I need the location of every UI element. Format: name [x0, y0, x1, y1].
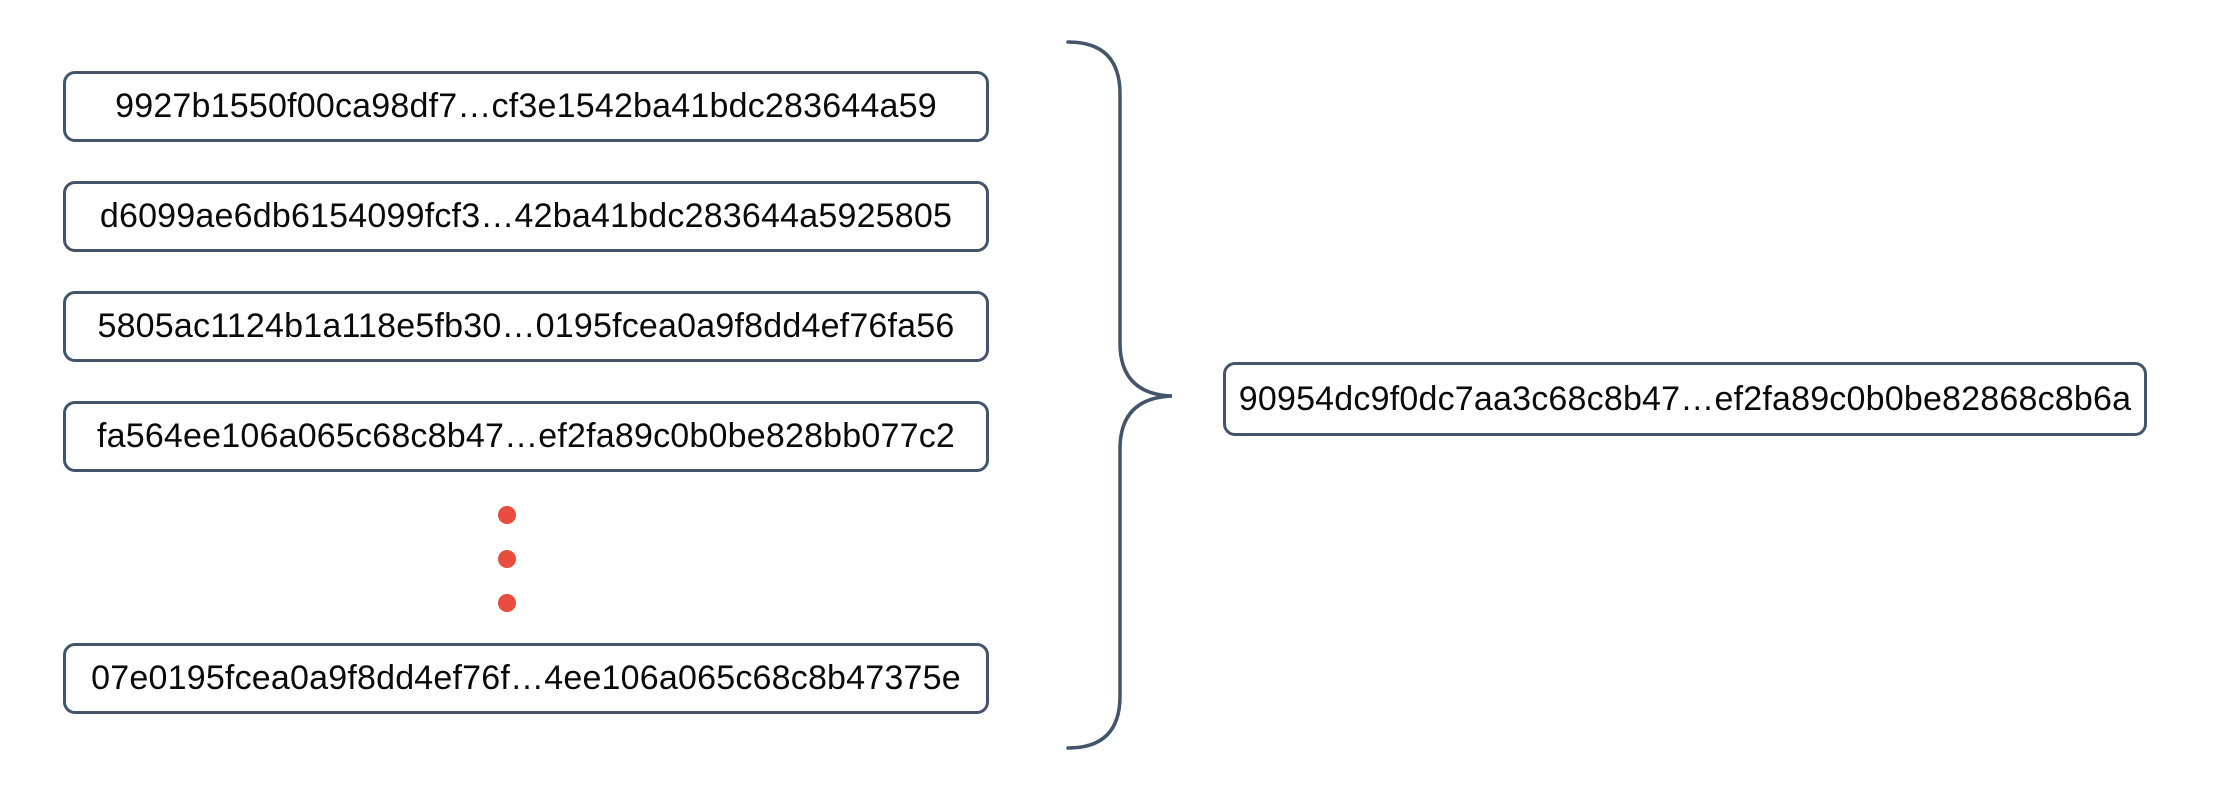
hash-text-1: 9927b1550f00ca98df7…cf3e1542ba41bdc28364… [115, 87, 937, 125]
hash-box-2: d6099ae6db6154099fcf3…42ba41bdc283644a59… [63, 181, 989, 252]
result-hash-text: 90954dc9f0dc7aa3c68c8b47…ef2fa89c0b0be82… [1238, 379, 2132, 418]
hash-text-4: fa564ee106a065c68c8b47…ef2fa89c0b0be828b… [96, 417, 956, 455]
hash-box-4: fa564ee106a065c68c8b47…ef2fa89c0b0be828b… [63, 401, 989, 472]
ellipsis-dot-icon [498, 550, 516, 568]
hash-box-3: 5805ac1124b1a118e5fb30…0195fcea0a9f8dd4e… [63, 291, 989, 362]
hash-text-2: d6099ae6db6154099fcf3…42ba41bdc283644a59… [99, 197, 953, 235]
hash-text-3: 5805ac1124b1a118e5fb30…0195fcea0a9f8dd4e… [97, 307, 955, 345]
result-hash-box: 90954dc9f0dc7aa3c68c8b47…ef2fa89c0b0be82… [1223, 362, 2147, 436]
ellipsis-dot-icon [498, 594, 516, 612]
hash-text-5: 07e0195fcea0a9f8dd4ef76f…4ee106a065c68c8… [91, 659, 961, 697]
ellipsis-dot-icon [498, 506, 516, 524]
hash-box-5: 07e0195fcea0a9f8dd4ef76f…4ee106a065c68c8… [63, 643, 989, 714]
hash-box-1: 9927b1550f00ca98df7…cf3e1542ba41bdc28364… [63, 71, 989, 142]
